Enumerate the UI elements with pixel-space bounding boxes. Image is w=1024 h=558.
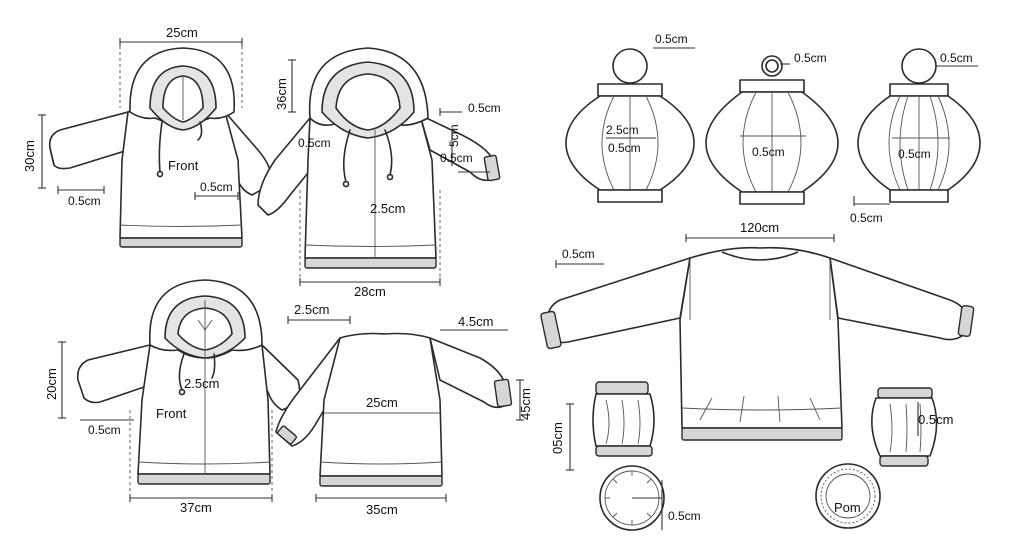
hoodie-front-hem-label: 0.5cm xyxy=(200,180,233,194)
lantern-1: 0.5cm 2.5cm 0.5cm xyxy=(565,32,695,203)
lantern-1-a-label: 2.5cm xyxy=(606,123,639,137)
hoodie-front-top-dims: 25cm 30cm Front 0.5cm 0.5cm xyxy=(22,25,243,208)
hoodie-side-width-label: 28cm xyxy=(354,284,386,299)
hoodie-side-right-label: 0.5cm xyxy=(468,101,501,115)
hoodie-bottom-center-label: 2.5cm xyxy=(184,376,219,391)
back-view-center-label: 25cm xyxy=(366,395,398,410)
lantern-3-center-label: 0.5cm xyxy=(898,147,931,161)
pom-circle-2: Pom xyxy=(815,463,881,529)
hoodie-bottom-height-label: 20cm xyxy=(44,368,59,400)
cuff-left: 05cm xyxy=(550,381,655,471)
lantern-2-center-label: 0.5cm xyxy=(752,145,785,159)
pom-label: Pom xyxy=(834,500,861,515)
hoodie-side-center-label: 2.5cm xyxy=(370,201,405,216)
cuff-right: 0.5cm xyxy=(871,387,953,467)
hoodie-bottom-width-label: 37cm xyxy=(180,500,212,515)
back-view-width-label: 35cm xyxy=(366,502,398,517)
sweater xyxy=(540,246,975,441)
lantern-2: 0.5cm 0.5cm xyxy=(705,51,839,205)
back-view-dims: 2.5cm 25cm 35cm 4.5cm 45cm xyxy=(287,302,533,517)
pom-circle-1: 0.5cm xyxy=(599,465,701,531)
sweater-width-label: 120cm xyxy=(740,220,779,235)
hoodie-front-height-label: 30cm xyxy=(22,140,37,172)
hoodie-front-label: Front xyxy=(168,158,199,173)
back-view-top-label: 2.5cm xyxy=(294,302,329,317)
back-view xyxy=(275,332,513,487)
sweater-left-label: 0.5cm xyxy=(562,247,595,261)
cuff-height-label: 05cm xyxy=(550,422,565,454)
lantern-1-top-label: 0.5cm xyxy=(655,32,688,46)
hoodie-front-cuff-label: 0.5cm xyxy=(68,194,101,208)
hoodie-side-left-label: 0.5cm xyxy=(298,136,331,150)
cuff-right-label: 0.5cm xyxy=(918,412,953,427)
lantern-3: 0.5cm 0.5cm 0.5cm xyxy=(850,48,981,225)
back-view-side-height-label: 45cm xyxy=(518,388,533,420)
lantern-1-b-label: 0.5cm xyxy=(608,141,641,155)
hoodie-bottom-front-label: Front xyxy=(156,406,187,421)
hoodie-bottom-dims: 20cm 0.5cm 2.5cm Front 37cm xyxy=(44,341,273,515)
lantern-2-top-label: 0.5cm xyxy=(794,51,827,65)
hoodie-side-height-label: 36cm xyxy=(274,78,289,110)
hoodie-front-top xyxy=(48,47,272,248)
hoodie-bottom xyxy=(76,279,301,485)
hoodie-side-cuff-vertical-label: 5cm xyxy=(447,124,461,147)
circle-label: 0.5cm xyxy=(668,509,701,523)
hoodie-side-cuff-label: 0.5cm xyxy=(440,151,473,165)
hoodie-bottom-cuff-label: 0.5cm xyxy=(88,423,121,437)
lantern-3-bottom-label: 0.5cm xyxy=(850,211,883,225)
sweater-dims: 120cm 0.5cm xyxy=(555,220,835,268)
hoodie-front-width-label: 25cm xyxy=(166,25,198,40)
hoodie-side-top-dims: 36cm 0.5cm 0.5cm 0.5cm 5cm 2.5cm 28cm xyxy=(274,59,501,299)
back-view-side-top-label: 4.5cm xyxy=(458,314,493,329)
hoodie-side-top xyxy=(257,47,501,269)
lantern-3-top-label: 0.5cm xyxy=(940,51,973,65)
